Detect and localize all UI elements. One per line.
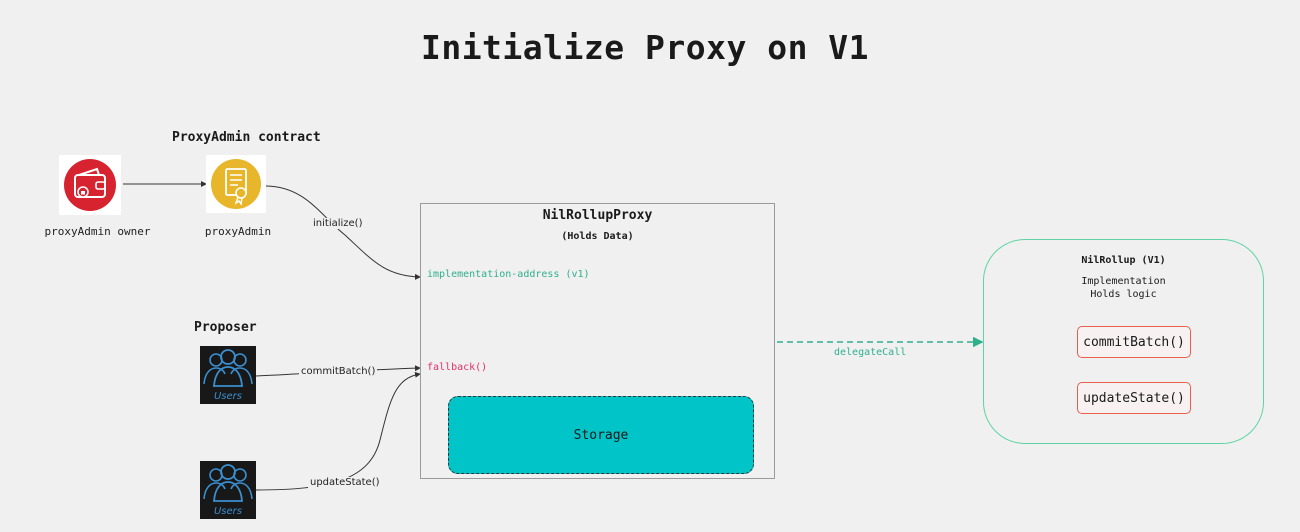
wallet-icon [64, 159, 116, 211]
nilrollup-v1-box [983, 239, 1264, 444]
initialize-edge [264, 185, 421, 280]
updatestate-edge-label: updateState() [308, 477, 382, 488]
certificate-icon [211, 159, 261, 209]
proposer-users-tile: Users [200, 346, 256, 404]
proxyadmin-heading: ProxyAdmin contract [172, 130, 321, 145]
proposer-heading: Proposer [194, 320, 257, 335]
storage-block: Storage [448, 396, 754, 474]
commitbatch-function: commitBatch() [1077, 326, 1191, 358]
initialize-edge-label: initialize() [311, 218, 365, 229]
owner-wallet-tile [59, 155, 121, 215]
proxyadmin-tile [206, 155, 266, 213]
fallback-function: fallback() [427, 362, 488, 373]
implementation-address-slot: implementation-address (v1) [427, 269, 590, 280]
proxy-title: NilRollupProxy [542, 208, 653, 223]
implementation-title: NilRollup (V1) [1081, 255, 1166, 266]
users-icon: Users [203, 349, 253, 402]
proxyadmin-label: proxyAdmin [204, 225, 272, 238]
updatestate-edge [255, 371, 421, 491]
implementation-line1: Implementation [1081, 276, 1166, 287]
svg-text:Users: Users [214, 506, 242, 517]
nilrollupproxy-box [420, 203, 775, 479]
delegatecall-edge-label: delegateCall [832, 347, 909, 358]
updatestate-function: updateState() [1077, 382, 1191, 414]
users-icon: Users [203, 464, 253, 517]
diagram-title: Initialize Proxy on V1 [420, 28, 870, 67]
commitbatch-edge-label: commitBatch() [299, 366, 378, 377]
owner-label: proxyAdmin owner [44, 225, 151, 238]
proxy-subtitle: (Holds Data) [561, 231, 634, 242]
updater-users-tile: Users [200, 461, 256, 519]
svg-text:Users: Users [214, 391, 242, 402]
implementation-line2: Holds logic [1090, 289, 1157, 300]
